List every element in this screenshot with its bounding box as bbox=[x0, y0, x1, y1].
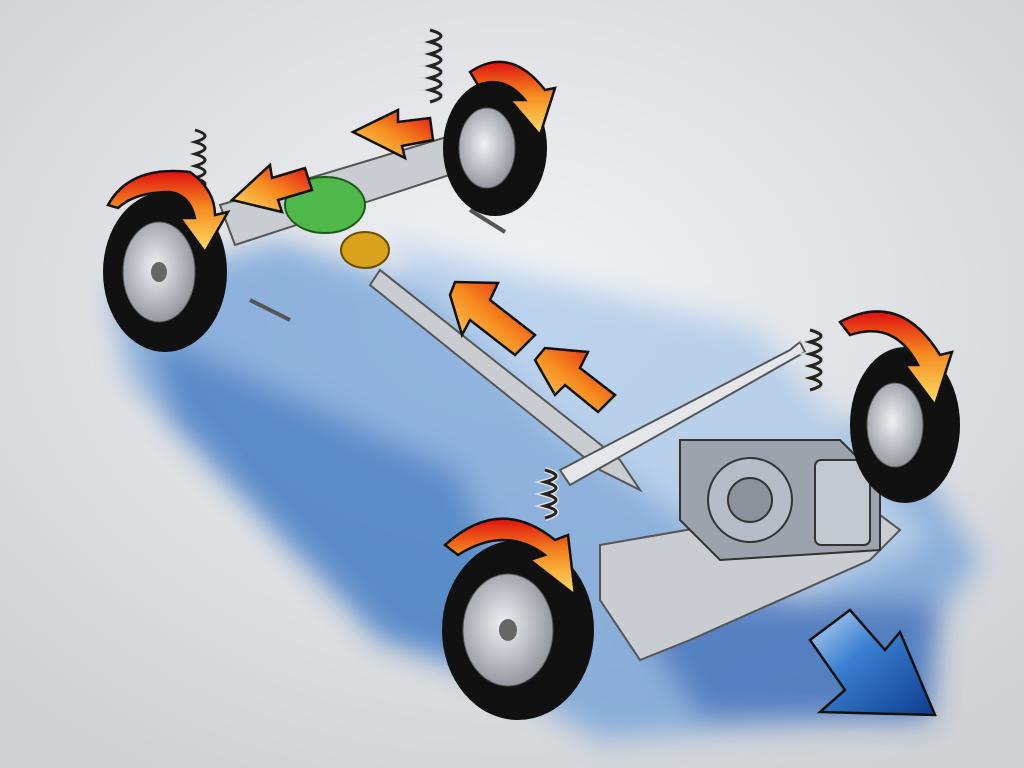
wheel-force-arrows bbox=[106, 60, 954, 598]
wheel-icon bbox=[442, 540, 594, 720]
coil-spring-icon bbox=[418, 27, 444, 105]
force-arrow-icon bbox=[350, 107, 435, 161]
gearbox-icon bbox=[679, 439, 881, 562]
force-arrow-icon bbox=[468, 60, 557, 138]
force-arrow-icon bbox=[443, 517, 577, 598]
coil-spring-icon bbox=[798, 327, 824, 393]
rear-differential-icon bbox=[284, 176, 390, 269]
force-arrow-icon bbox=[106, 169, 231, 255]
propeller-shaft bbox=[368, 268, 643, 493]
force-arrow-icon bbox=[229, 162, 314, 214]
drive-force-arrows bbox=[229, 107, 617, 414]
coupling-icon bbox=[340, 231, 390, 269]
direction-arrow-icon bbox=[808, 608, 937, 717]
force-arrow-icon bbox=[533, 346, 617, 414]
coil-springs bbox=[184, 27, 824, 521]
force-arrow-icon bbox=[838, 310, 954, 408]
coil-spring-icon bbox=[533, 467, 559, 521]
force-arrow-icon bbox=[448, 280, 537, 357]
